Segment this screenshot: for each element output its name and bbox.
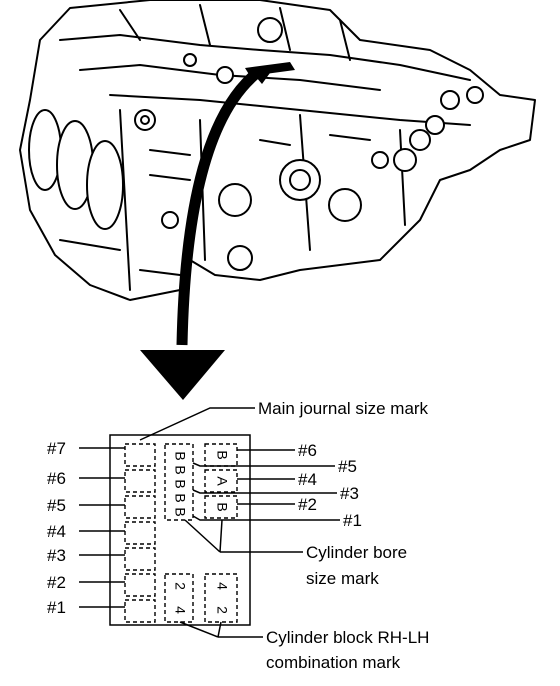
bore-box-col1 bbox=[164, 443, 194, 521]
journal-box-6 bbox=[124, 469, 156, 493]
cylinder-bore-label-line1: Cylinder bore bbox=[306, 543, 407, 562]
cylinder-bore-label-line2: size mark bbox=[306, 569, 379, 588]
combo-box-col2 bbox=[204, 573, 238, 623]
journal-box-3 bbox=[124, 547, 156, 571]
bore-col2-stamps: B A B bbox=[214, 450, 230, 511]
stamp-combo-col1-2: 4 bbox=[172, 606, 188, 614]
detail-frame bbox=[109, 434, 251, 626]
stamp-bore-col1-5: B bbox=[172, 507, 188, 516]
stamp-bore-col1-1: B bbox=[172, 451, 188, 460]
journal-box-4 bbox=[124, 521, 156, 545]
stamp-bore-col1-3: B bbox=[172, 479, 188, 488]
stamp-bore-col2-2: A bbox=[214, 476, 230, 486]
combination-callout: Cylinder block RH-LH combination mark bbox=[179, 621, 429, 672]
stamp-combo-col1-1: 2 bbox=[172, 582, 188, 590]
combination-label-line1: Cylinder block RH-LH bbox=[266, 628, 429, 647]
main-journal-callout: Main journal size mark bbox=[139, 399, 429, 441]
left-mark-3: #3 bbox=[47, 546, 66, 565]
left-journal-labels: #7 #6 #5 #4 #3 #2 #1 bbox=[47, 439, 125, 617]
right-mark-4: #4 bbox=[298, 470, 317, 489]
stamp-bore-col2-1: B bbox=[214, 450, 230, 459]
left-mark-2: #2 bbox=[47, 573, 66, 592]
bore-box-col2-bot bbox=[204, 495, 238, 519]
left-mark-7: #7 bbox=[47, 439, 66, 458]
pointer-arrow bbox=[140, 66, 275, 400]
stamp-bore-col1-4: B bbox=[172, 493, 188, 502]
bore-col1-stamps: B B B B B bbox=[172, 451, 188, 516]
journal-box-5 bbox=[124, 495, 156, 519]
arrow-head bbox=[140, 350, 225, 400]
left-mark-6: #6 bbox=[47, 469, 66, 488]
left-mark-5: #5 bbox=[47, 496, 66, 515]
combo-stamps: 2 4 4 2 bbox=[172, 582, 230, 614]
right-mark-2: #2 bbox=[298, 495, 317, 514]
right-mark-3: #3 bbox=[340, 484, 359, 503]
journal-box-1 bbox=[124, 599, 156, 623]
detail-panel: B B B B B B A B 2 4 4 2 bbox=[109, 434, 251, 626]
right-mark-5: #5 bbox=[338, 457, 357, 476]
cylinder-bore-callout: Cylinder bore size mark bbox=[184, 519, 407, 588]
main-journal-label: Main journal size mark bbox=[258, 399, 429, 418]
left-mark-1: #1 bbox=[47, 598, 66, 617]
journal-box-7 bbox=[124, 443, 156, 467]
stamp-bore-col2-3: B bbox=[214, 502, 230, 511]
bore-box-col2-mid bbox=[204, 469, 238, 493]
journal-box-2 bbox=[124, 573, 156, 597]
engine-block-illustration bbox=[19, 0, 536, 301]
left-mark-4: #4 bbox=[47, 522, 66, 541]
right-bore-labels: #6 #5 #4 #3 #2 #1 bbox=[192, 441, 362, 530]
stamp-bore-col1-2: B bbox=[172, 465, 188, 474]
stamp-combo-col2-2: 2 bbox=[214, 606, 230, 614]
right-mark-6: #6 bbox=[298, 441, 317, 460]
right-mark-1: #1 bbox=[343, 511, 362, 530]
stamp-combo-col2-1: 4 bbox=[214, 582, 230, 590]
combo-box-col1 bbox=[164, 573, 194, 623]
combination-label-line2: combination mark bbox=[266, 653, 401, 672]
